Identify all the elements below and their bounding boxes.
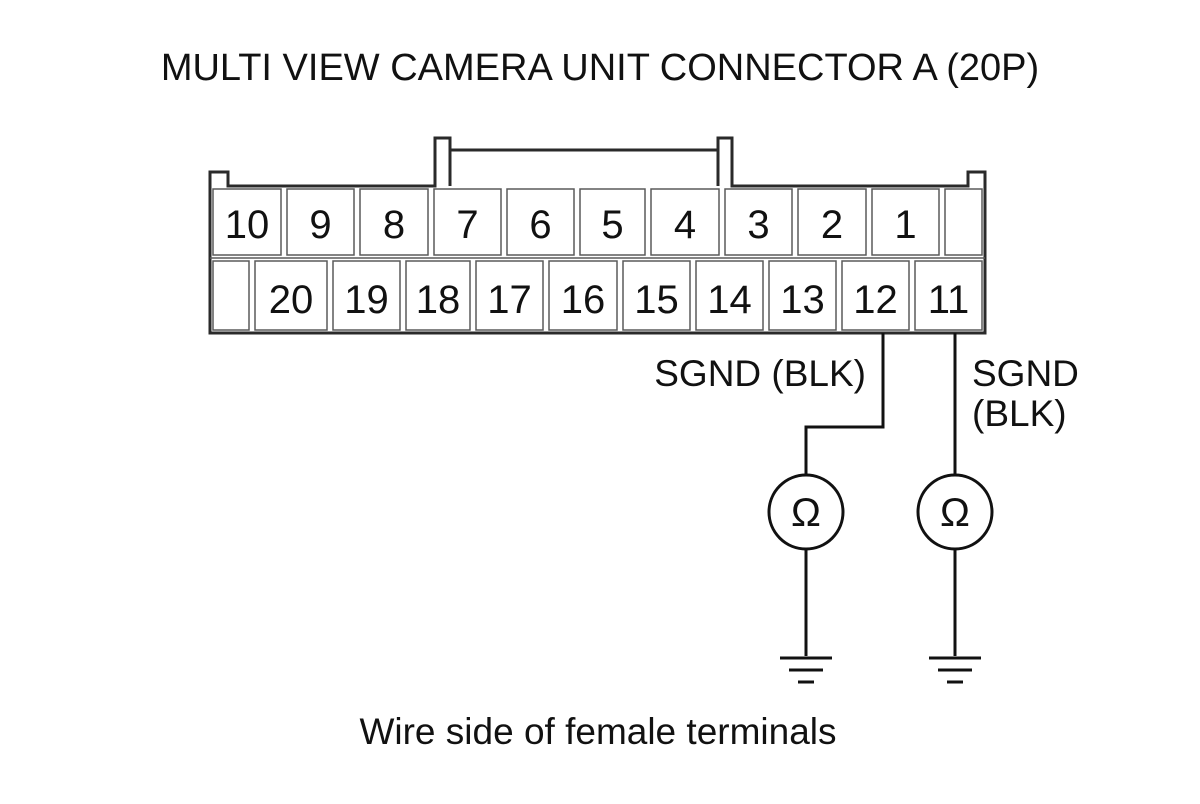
connector-bottom-row: 20 19 18 17 16 15 14 13 12 11 xyxy=(212,260,983,331)
terminal-number: 2 xyxy=(821,203,843,247)
terminal-cavity xyxy=(579,188,646,256)
wire-label-pin-11-line2: (BLK) xyxy=(972,393,1067,434)
connector-top-row: 10 9 8 7 6 5 4 3 2 1 xyxy=(212,188,983,256)
probe-pin-12: SGND (BLK) Ω xyxy=(654,333,885,684)
terminal-number: 17 xyxy=(487,278,532,322)
terminal-cavity xyxy=(695,260,764,331)
terminal-cavity xyxy=(548,260,618,331)
terminal-number: 16 xyxy=(561,278,606,322)
terminal-cavity xyxy=(332,260,401,331)
terminal-number: 8 xyxy=(383,203,405,247)
terminal-cavity xyxy=(650,188,720,256)
terminal-number: 18 xyxy=(416,278,461,322)
ohm-icon: Ω xyxy=(940,491,970,535)
terminal-number: 3 xyxy=(747,203,769,247)
terminal-number: 15 xyxy=(634,278,679,322)
terminal-cavity xyxy=(914,260,983,331)
terminal-number: 13 xyxy=(780,278,825,322)
ground-icon xyxy=(929,656,981,684)
terminal-cavity xyxy=(433,188,502,256)
terminal-cavity xyxy=(359,188,429,256)
terminal-cavity xyxy=(841,260,910,331)
wire-label-pin-12: SGND (BLK) xyxy=(654,353,866,394)
terminal-cavity xyxy=(797,188,867,256)
terminal-number: 10 xyxy=(225,203,270,247)
terminal-number: 12 xyxy=(853,278,898,322)
terminal-cavity xyxy=(254,260,328,331)
terminal-number: 7 xyxy=(456,203,478,247)
terminal-cavity xyxy=(622,260,691,331)
terminal-number: 6 xyxy=(529,203,551,247)
ground-icon xyxy=(780,656,832,684)
terminal-number: 11 xyxy=(928,278,970,322)
terminal-number: 4 xyxy=(674,203,696,247)
diagram-caption: Wire side of female terminals xyxy=(359,711,836,752)
terminal-number: 9 xyxy=(309,203,331,247)
terminal-cavity xyxy=(405,260,471,331)
terminal-cavity xyxy=(286,188,355,256)
terminal-number: 5 xyxy=(601,203,623,247)
terminal-number: 19 xyxy=(344,278,389,322)
terminal-cavity xyxy=(475,260,544,331)
wire-label-pin-11-line1: SGND xyxy=(972,353,1079,394)
terminal-cavity xyxy=(212,260,250,331)
terminal-cavity xyxy=(871,188,940,256)
terminal-cavity xyxy=(212,188,282,256)
terminal-number: 20 xyxy=(269,278,314,322)
terminal-number: 1 xyxy=(894,203,916,247)
page-title: MULTI VIEW CAMERA UNIT CONNECTOR A (20P) xyxy=(161,47,1039,89)
wire-pin-12 xyxy=(804,333,885,474)
ohm-icon: Ω xyxy=(791,491,821,535)
terminal-cavity xyxy=(944,188,983,256)
probe-pin-11: SGND (BLK) Ω xyxy=(916,333,1079,684)
terminal-cavity xyxy=(724,188,793,256)
terminal-number: 14 xyxy=(707,278,752,322)
terminal-cavity xyxy=(506,188,575,256)
terminal-cavity xyxy=(768,260,837,331)
